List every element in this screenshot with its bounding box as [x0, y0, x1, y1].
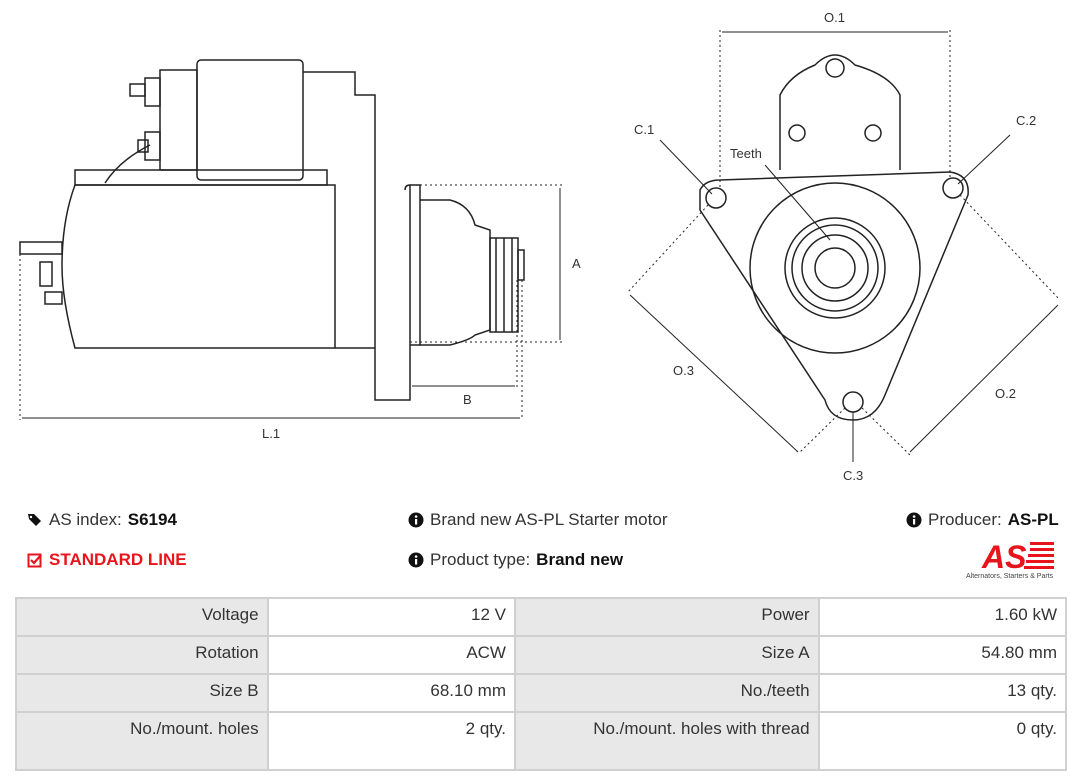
dim-label-b: B [463, 392, 472, 407]
spec-value: 54.80 mm [817, 635, 1068, 675]
front-view: O.1 C.1 C.2 Teeth O.3 O.2 C.3 [627, 10, 1061, 483]
spec-value: ACW [266, 635, 516, 675]
as-index: AS index: S6194 [27, 510, 177, 530]
spec-value: 1.60 kW [817, 597, 1068, 637]
dim-label-c3: C.3 [843, 468, 863, 483]
dim-label-l1: L.1 [262, 426, 280, 441]
dim-label-teeth: Teeth [730, 146, 762, 161]
product-type: Product type: Brand new [408, 550, 623, 570]
as-pl-logo: AS Alternators, Starters & Parts [962, 539, 1072, 584]
spec-key: Size B [15, 673, 269, 713]
side-view: A B L.1 [19, 59, 581, 441]
dim-label-c2: C.2 [1016, 113, 1036, 128]
spec-key: Rotation [15, 635, 269, 675]
spec-key: Voltage [15, 597, 269, 637]
dim-label-o1: O.1 [824, 10, 845, 25]
as-index-label: AS index: [49, 510, 122, 529]
info-icon [906, 512, 922, 528]
spec-key: Size A [513, 635, 820, 675]
spec-key: No./teeth [513, 673, 820, 713]
producer: Producer: AS-PL [906, 510, 1059, 530]
spec-value: 13 qty. [817, 673, 1068, 713]
producer-label: Producer: [928, 510, 1002, 529]
spec-key: No./mount. holes with thread [513, 711, 820, 771]
svg-text:AS: AS [981, 540, 1027, 572]
info-icon [408, 512, 424, 528]
dim-label-o2: O.2 [995, 386, 1016, 401]
as-index-value: S6194 [127, 510, 177, 529]
spec-key: No./mount. holes [15, 711, 269, 771]
spec-value: 2 qty. [266, 711, 516, 771]
spec-value: 0 qty. [817, 711, 1068, 771]
dim-label-c1: C.1 [634, 122, 654, 137]
spec-key: Power [513, 597, 820, 637]
dim-label-a: A [572, 256, 581, 271]
description-text: Brand new AS-PL Starter motor [430, 510, 668, 529]
tags-icon [28, 514, 41, 526]
checkbox-icon [27, 553, 42, 568]
spec-value: 68.10 mm [266, 673, 516, 713]
info-icon [408, 552, 424, 568]
logo-tagline: Alternators, Starters & Parts [966, 573, 1054, 580]
dim-label-o3: O.3 [673, 363, 694, 378]
product-line-label: STANDARD LINE [49, 550, 187, 569]
product-type-label: Product type: [430, 550, 531, 569]
product-type-value: Brand new [536, 550, 624, 569]
producer-value: AS-PL [1007, 510, 1059, 529]
product-line: STANDARD LINE [27, 550, 187, 570]
technical-drawing: A B L.1 O.1 C.1 C.2 Teeth O.3 O.2 C.3 [19, 10, 1061, 483]
spec-value: 12 V [266, 597, 516, 637]
description: Brand new AS-PL Starter motor [408, 510, 667, 530]
